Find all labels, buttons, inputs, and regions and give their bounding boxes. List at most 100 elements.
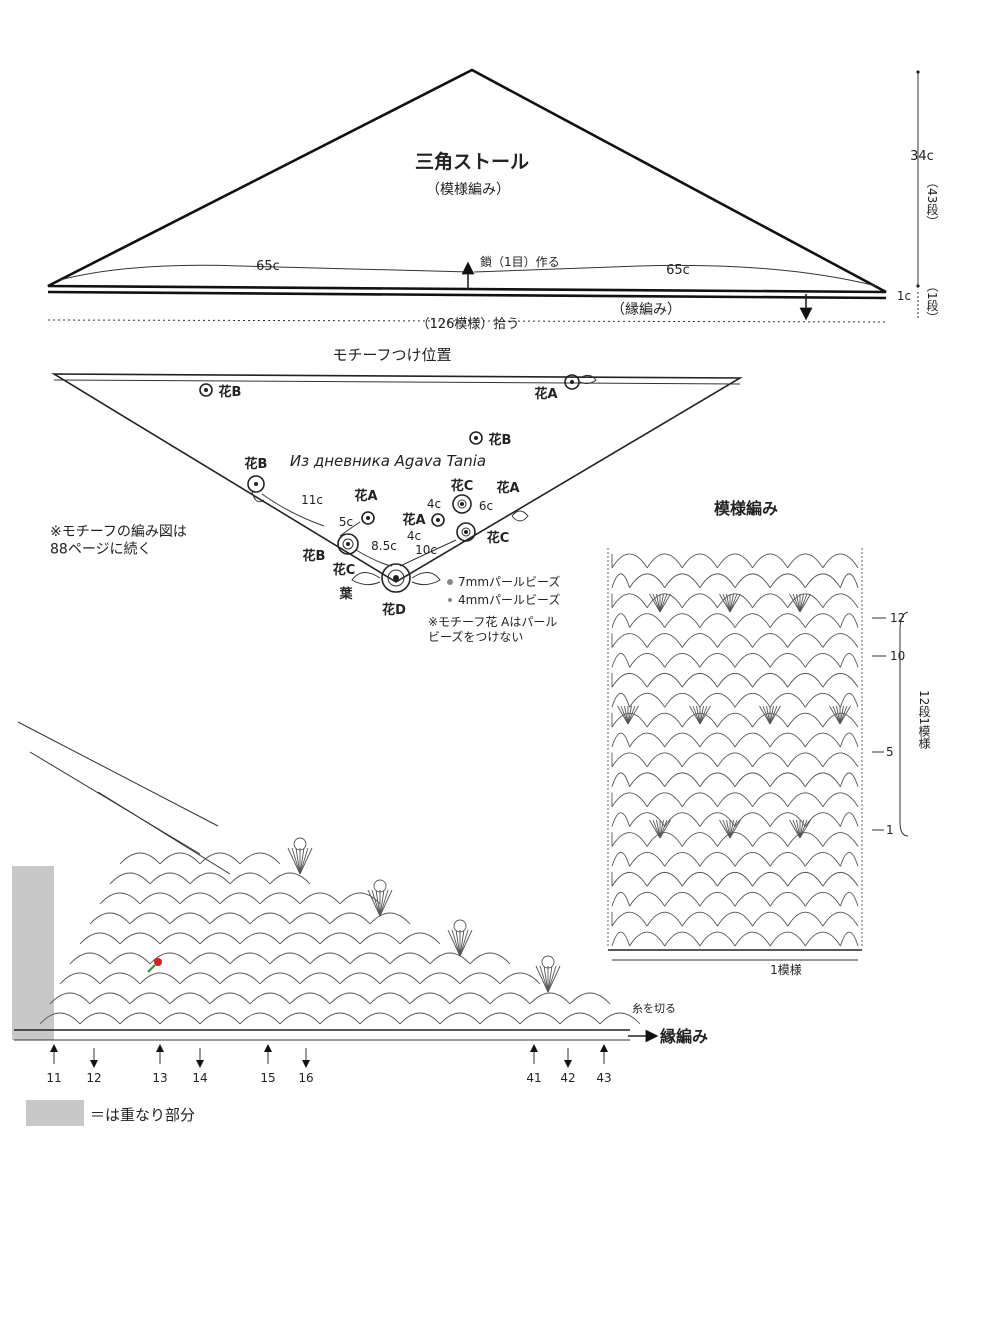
mesh-arch xyxy=(839,573,859,588)
edge-scallop xyxy=(139,892,181,905)
edge-scallop xyxy=(229,872,271,885)
mesh-arch xyxy=(681,553,718,569)
mesh-arch xyxy=(734,931,771,947)
edge-scallop xyxy=(269,952,311,965)
fan-stitch xyxy=(699,705,711,725)
mesh-arch xyxy=(681,752,718,768)
mesh-arch xyxy=(804,732,841,748)
fan-stitch xyxy=(722,593,731,613)
edge-scallop xyxy=(199,932,241,945)
overlap-legend-label: ＝は重なり部分 xyxy=(90,1106,195,1124)
edge-scallop xyxy=(119,932,161,945)
row-marker-12: 12 xyxy=(872,611,905,625)
mesh-arch xyxy=(646,792,683,807)
mesh-arch xyxy=(839,931,859,947)
cut-yarn-label: 糸を切る xyxy=(632,1002,676,1015)
distance-label: 4c xyxy=(407,529,421,543)
fan-stitch xyxy=(719,819,731,839)
motif-a-note: ※モチーフ花 Aはパールビーズをつけない xyxy=(428,614,557,644)
mesh-arch xyxy=(769,613,806,628)
mesh-arch xyxy=(611,812,631,827)
mesh-arch xyxy=(664,812,701,827)
mesh-arch xyxy=(822,672,859,688)
mesh-arch xyxy=(752,792,789,807)
distance-label: 6c xyxy=(479,499,493,513)
flower-b-icon xyxy=(247,475,265,503)
mesh-arch xyxy=(646,712,683,728)
fan-stitch xyxy=(627,705,636,725)
mesh-arch xyxy=(681,871,718,887)
mesh-arch xyxy=(734,692,771,708)
edge-scallop xyxy=(339,892,381,905)
edge-scallop xyxy=(529,992,571,1005)
edge-scallop xyxy=(119,1012,161,1025)
mesh-arch xyxy=(787,752,824,768)
border-label: （縁編み） xyxy=(611,302,681,318)
mesh-arch xyxy=(717,792,753,807)
edge-scallop xyxy=(599,1012,641,1025)
mesh-arch xyxy=(839,772,859,787)
fan-stitch xyxy=(762,705,771,725)
fan-stitch xyxy=(729,819,734,839)
fan-stitch xyxy=(839,705,851,725)
fan-stitch xyxy=(726,819,731,839)
label-hana-b: 花B xyxy=(245,456,268,472)
edge-scallop xyxy=(149,872,191,885)
mesh-arch xyxy=(787,871,824,887)
mesh-arch xyxy=(839,692,859,708)
fan-stitch xyxy=(287,847,301,875)
flower-a-icon xyxy=(564,374,597,390)
edge-scallop xyxy=(49,992,91,1005)
mesh-arch xyxy=(699,653,736,668)
mesh-arch xyxy=(752,832,789,847)
fan-stitch xyxy=(659,593,668,613)
edge-scallop xyxy=(249,992,291,1005)
mesh-arch xyxy=(822,792,859,807)
label-hana-b: 花B xyxy=(219,384,242,400)
mesh-arch xyxy=(734,812,771,827)
mesh-arch xyxy=(734,573,771,589)
fan-stitch xyxy=(620,705,629,725)
edge-scallop xyxy=(109,952,151,965)
mesh-arch xyxy=(646,871,683,887)
mesh-arch xyxy=(804,613,841,628)
fan-stitch xyxy=(379,889,385,917)
mesh-arch xyxy=(804,573,841,589)
edge-scallop xyxy=(219,892,261,905)
mesh-arch xyxy=(804,852,841,867)
mesh-arch xyxy=(681,593,718,608)
mesh-arch xyxy=(752,752,789,768)
edge-scallop xyxy=(59,972,101,985)
fan-stitch xyxy=(799,593,811,613)
mesh-arch xyxy=(629,653,666,668)
fan-stitch xyxy=(659,819,668,839)
height-cm: 34c xyxy=(910,149,934,164)
row-number: 43 xyxy=(596,1071,611,1085)
edge-waves xyxy=(39,837,641,1025)
edge-scallop xyxy=(519,1012,561,1025)
fan-stitch xyxy=(617,705,629,725)
edge-scallop xyxy=(439,1012,481,1025)
mesh-arch xyxy=(611,692,631,708)
edge-scallop xyxy=(79,1012,121,1025)
shawl-subtitle: （模様編み） xyxy=(426,182,510,198)
mesh-arch xyxy=(787,832,824,847)
mesh-arch xyxy=(611,832,648,847)
fan-stitch xyxy=(459,929,469,957)
flower-a-icon xyxy=(361,511,375,525)
mesh-arch xyxy=(717,712,753,728)
edge-scallop xyxy=(309,952,351,965)
fan-stitch xyxy=(829,705,841,725)
edge-scallop xyxy=(339,972,381,985)
flower-motif-icon xyxy=(373,879,387,893)
mesh-arch xyxy=(681,832,718,847)
fan-stitch xyxy=(299,847,313,875)
mesh-arch xyxy=(769,653,806,668)
mesh-arch xyxy=(611,573,631,588)
label-hana-a: 花A xyxy=(354,488,377,504)
fan-stitch xyxy=(627,705,632,725)
watermark: Из дневника Agava Tania xyxy=(290,452,486,470)
svg-text:10: 10 xyxy=(890,649,905,663)
